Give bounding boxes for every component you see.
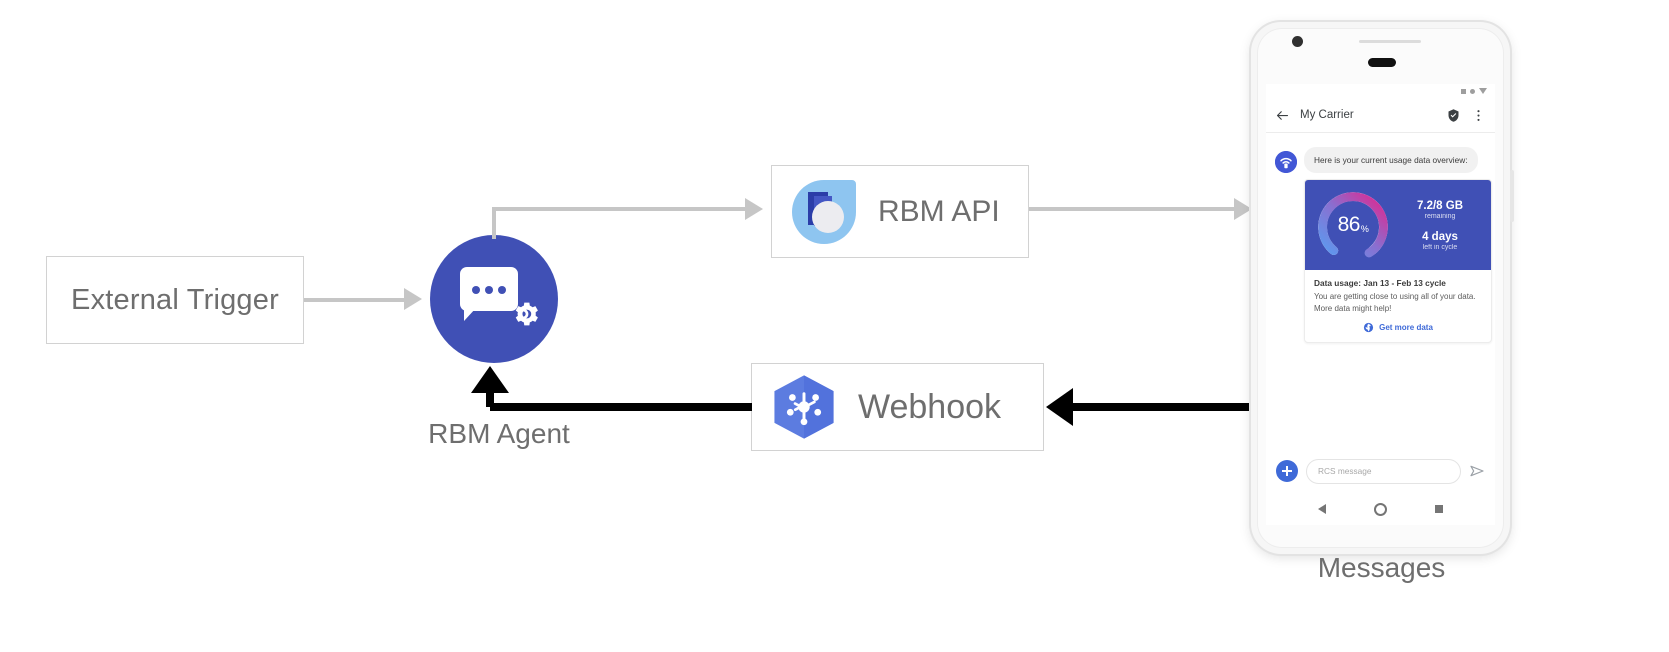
arrowhead-agent-to-api xyxy=(745,198,763,220)
incoming-message-row: Here is your current usage data overview… xyxy=(1275,147,1486,174)
rbm-droplet-icon xyxy=(788,176,860,248)
phone-power-button[interactable] xyxy=(1510,170,1514,222)
connector-webhook-to-agent-vertical xyxy=(486,392,494,407)
connector-agent-up xyxy=(492,207,496,239)
card-title: Data usage: Jan 13 - Feb 13 cycle xyxy=(1314,278,1446,289)
data-remaining-value: 7.2/8 GB xyxy=(1416,199,1464,212)
card-body: Data usage: Jan 13 - Feb 13 cycle You ar… xyxy=(1305,270,1491,342)
wifi-dot-icon xyxy=(1470,88,1475,94)
card-hero: 86% 7.2/8 GB remaining 4 days left in cy… xyxy=(1305,180,1491,271)
get-more-data-button[interactable]: Get more data xyxy=(1314,315,1482,336)
rbm-agent-node[interactable] xyxy=(430,235,558,363)
phone-camera-icon xyxy=(1292,36,1303,47)
nav-recents-icon[interactable] xyxy=(1435,505,1443,513)
incoming-message-text: Here is your current usage data overview… xyxy=(1304,147,1478,174)
get-more-data-label: Get more data xyxy=(1379,323,1433,333)
cloud-functions-hexagon-icon xyxy=(766,369,842,445)
days-left-caption: left in cycle xyxy=(1422,243,1458,251)
gear-icon xyxy=(515,302,538,326)
external-trigger-label: External Trigger xyxy=(71,283,279,316)
arrowhead-webhook-to-agent xyxy=(471,366,509,393)
connector-phone-to-webhook xyxy=(1073,403,1253,411)
battery-icon xyxy=(1479,88,1487,94)
card-hero-stats: 7.2/8 GB remaining 4 days left in cycle xyxy=(1393,200,1491,251)
send-icon[interactable] xyxy=(1469,463,1485,479)
connector-webhook-to-agent xyxy=(490,403,752,411)
connector-trigger-to-agent xyxy=(304,298,404,302)
conversation-title: My Carrier xyxy=(1300,109,1354,121)
rbm-api-label: RBM API xyxy=(878,194,1000,228)
chat-bubble-icon xyxy=(460,267,518,321)
plus-icon[interactable] xyxy=(1276,460,1298,482)
nav-back-icon[interactable] xyxy=(1318,504,1326,514)
more-vertical-icon[interactable] xyxy=(1471,108,1486,123)
phone-mockup: My Carrier xyxy=(1251,22,1514,554)
phone-sensor-line xyxy=(1359,40,1421,43)
signal-icon xyxy=(1461,88,1466,94)
message-composer: RCS message xyxy=(1266,453,1495,489)
arrowhead-trigger-to-agent xyxy=(404,288,422,310)
arrowhead-api-to-phone xyxy=(1234,198,1252,220)
webhook-node[interactable]: Webhook xyxy=(751,363,1044,451)
app-bar: My Carrier xyxy=(1266,98,1495,133)
days-left-value: 4 days xyxy=(1422,230,1458,243)
verified-shield-icon xyxy=(1448,108,1459,122)
webhook-label: Webhook xyxy=(858,387,1002,426)
arrowhead-phone-to-webhook xyxy=(1046,388,1073,426)
connector-agent-to-api xyxy=(492,207,745,211)
card-description: You are getting close to using all of yo… xyxy=(1314,292,1476,314)
carrier-wifi-avatar-icon xyxy=(1275,151,1297,173)
gauge-percent: 86% xyxy=(1337,213,1369,237)
rich-card[interactable]: 86% 7.2/8 GB remaining 4 days left in cy… xyxy=(1304,179,1492,344)
messages-label: Messages xyxy=(1317,552,1446,583)
phone-screen: My Carrier xyxy=(1266,84,1495,525)
bubble-dot-icon xyxy=(485,286,493,294)
data-remaining-caption: remaining xyxy=(1424,212,1456,220)
bubble-dot-icon xyxy=(498,286,506,294)
connector-api-to-phone xyxy=(1029,207,1242,211)
external-trigger-node[interactable]: External Trigger xyxy=(46,256,304,344)
globe-icon xyxy=(1364,322,1374,333)
usage-gauge: 86% xyxy=(1313,185,1393,265)
phone-speaker xyxy=(1368,58,1396,67)
rcs-message-placeholder: RCS message xyxy=(1318,466,1372,476)
back-arrow-icon[interactable] xyxy=(1275,108,1290,123)
nav-home-icon[interactable] xyxy=(1374,502,1387,516)
bubble-dot-icon xyxy=(472,286,480,294)
android-nav-bar xyxy=(1266,493,1495,525)
conversation-area: Here is your current usage data overview… xyxy=(1266,133,1495,489)
rbm-agent-label: RBM Agent xyxy=(428,418,570,449)
status-bar xyxy=(1266,84,1495,98)
rcs-message-input[interactable]: RCS message xyxy=(1306,458,1461,484)
rbm-api-node[interactable]: RBM API xyxy=(771,165,1029,258)
